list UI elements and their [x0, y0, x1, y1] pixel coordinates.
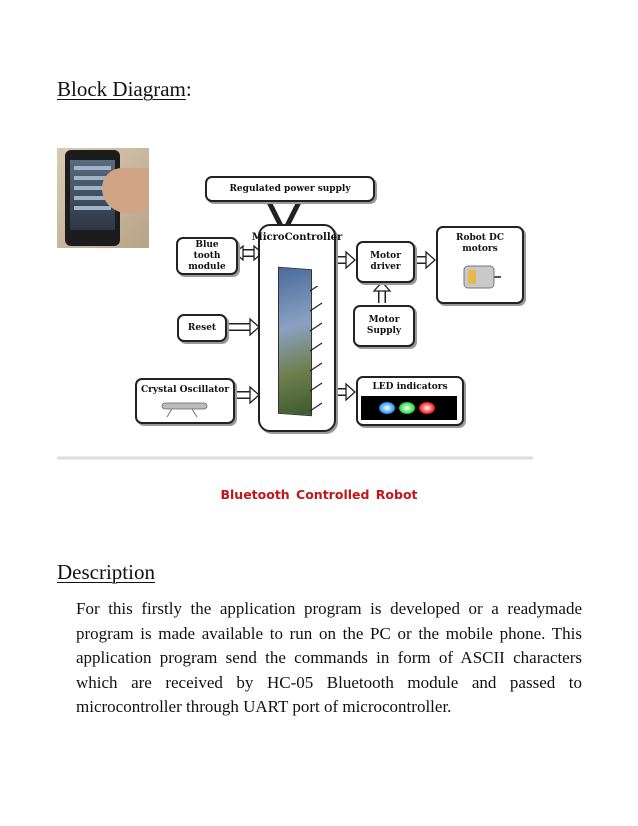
microcontroller-label: MicroController: [251, 232, 343, 243]
hand-icon: [102, 168, 149, 213]
bluetooth-module-block: Blue tooth module: [176, 237, 238, 275]
arrow-crystal-to-mcu: [233, 385, 260, 405]
chip-pins-icon: [309, 286, 323, 412]
robot-dc-motors-label: Robot DC motors: [455, 233, 505, 254]
blue-led-icon: [379, 402, 395, 414]
green-led-icon: [399, 402, 415, 414]
microcontroller-block: MicroController: [252, 224, 342, 432]
arrow-supply-to-driver: [372, 281, 392, 303]
arrow-bluetooth-mcu: [234, 244, 263, 262]
block-diagram-title: Block Diagram: [57, 77, 186, 101]
block-diagram: Regulated power supply MicroController B…: [55, 140, 535, 465]
led-photo: [361, 396, 457, 420]
description-title: Description: [57, 560, 155, 584]
motor-driver-label: Motor driver: [370, 251, 401, 272]
power-supply-block: Regulated power supply: [205, 176, 375, 202]
motor-driver-block: Motor driver: [356, 241, 415, 283]
block-diagram-colon: :: [185, 77, 192, 101]
power-supply-label: Regulated power supply: [229, 183, 351, 194]
chip-image: [278, 266, 312, 417]
motor-supply-label: Motor Supply: [366, 315, 402, 336]
arrow-driver-to-robot: [415, 250, 436, 270]
dc-motor-icon: [463, 265, 501, 289]
led-indicators-label: LED indicators: [372, 382, 448, 392]
reset-label: Reset: [187, 322, 217, 333]
diagram-connectors: [57, 140, 533, 460]
phone-photo: [57, 148, 149, 248]
bluetooth-module-label: Blue tooth module: [188, 239, 226, 272]
led-indicators-block: LED indicators: [356, 376, 464, 426]
arrow-mcu-to-motor-driver: [335, 250, 356, 270]
red-led-icon: [419, 402, 435, 414]
robot-dc-motors-block: Robot DC motors: [436, 226, 524, 304]
description-body: For this firstly the application program…: [76, 599, 582, 716]
arrow-mcu-to-led: [335, 382, 356, 402]
description-heading: Description: [57, 560, 155, 585]
block-diagram-heading: Block Diagram:: [57, 77, 192, 102]
crystal-oscillator-label: Crystal Oscillator: [140, 385, 230, 395]
reset-block: Reset: [177, 314, 227, 342]
motor-supply-block: Motor Supply: [353, 305, 415, 347]
crystal-icon: [161, 402, 208, 418]
arrow-reset-to-mcu: [225, 317, 260, 337]
figure-caption: Bluetooth Controlled Robot: [220, 487, 418, 502]
crystal-oscillator-block: Crystal Oscillator: [135, 378, 235, 424]
